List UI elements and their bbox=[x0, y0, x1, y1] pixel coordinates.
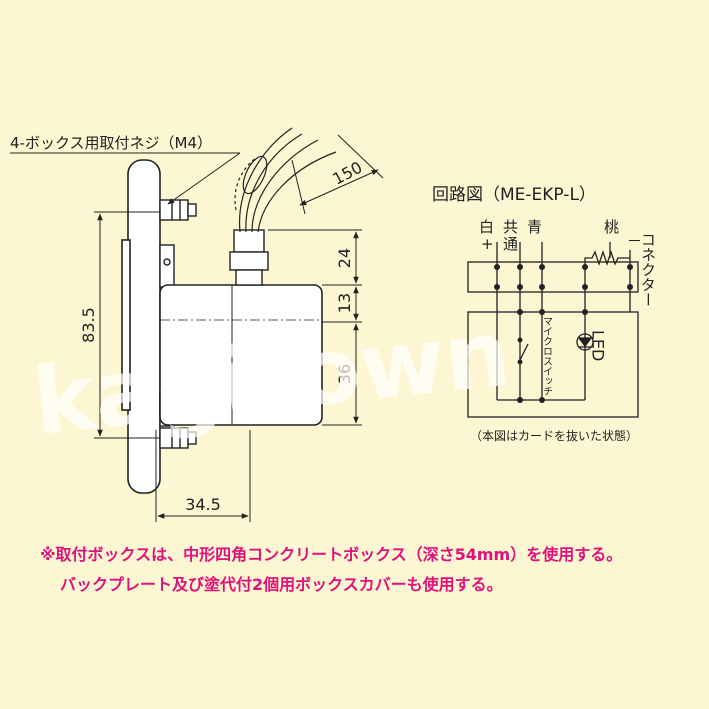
cable-gland bbox=[229, 229, 269, 286]
plus-label: + bbox=[481, 235, 494, 253]
circuit-caption: （本図はカードを抜いた状態） bbox=[470, 428, 638, 443]
dim-34-5-label: 34.5 bbox=[185, 495, 221, 514]
dim-right bbox=[268, 229, 362, 426]
connector-label: コネクター bbox=[639, 232, 657, 307]
wire-blue-label: 青 bbox=[527, 218, 542, 236]
main-body bbox=[159, 284, 323, 426]
watermark-logo: kagitown bbox=[28, 300, 515, 456]
wire-peach-label: 桃 bbox=[604, 218, 619, 236]
dim-34-5 bbox=[155, 430, 251, 522]
wire-common-label-2: 通 bbox=[503, 235, 518, 253]
cables bbox=[234, 127, 337, 233]
dim-150 bbox=[291, 134, 384, 215]
microswitch-label: マイクロスイッチ bbox=[541, 316, 553, 396]
wire-white-label: 白 bbox=[479, 218, 494, 236]
wire-common-label-1: 共 bbox=[503, 218, 518, 236]
screw-top bbox=[159, 199, 197, 221]
circuit-title: 回路図（ME-EKP-L） bbox=[432, 185, 596, 205]
dim-24-label: 24 bbox=[335, 248, 354, 268]
screw-leader bbox=[10, 152, 241, 205]
minus-label: － bbox=[627, 232, 642, 250]
dim-13-label: 13 bbox=[335, 293, 354, 313]
screw-label: 4-ボックス用取付ネジ（M4） bbox=[10, 134, 212, 152]
dim-83-5-label: 83.5 bbox=[79, 307, 98, 343]
dim-36-label: 36 bbox=[335, 364, 354, 384]
note-line-2: バックプレート及び塗代付2個用ボックスカバーも使用する。 bbox=[60, 575, 503, 594]
circuit-junctions bbox=[494, 264, 633, 403]
note-line-1: ※取付ボックスは、中形四角コンクリートボックス（深さ54mm）を使用する。 bbox=[40, 545, 623, 564]
led-label: LED bbox=[589, 330, 608, 361]
dim-83-5 bbox=[94, 211, 160, 439]
